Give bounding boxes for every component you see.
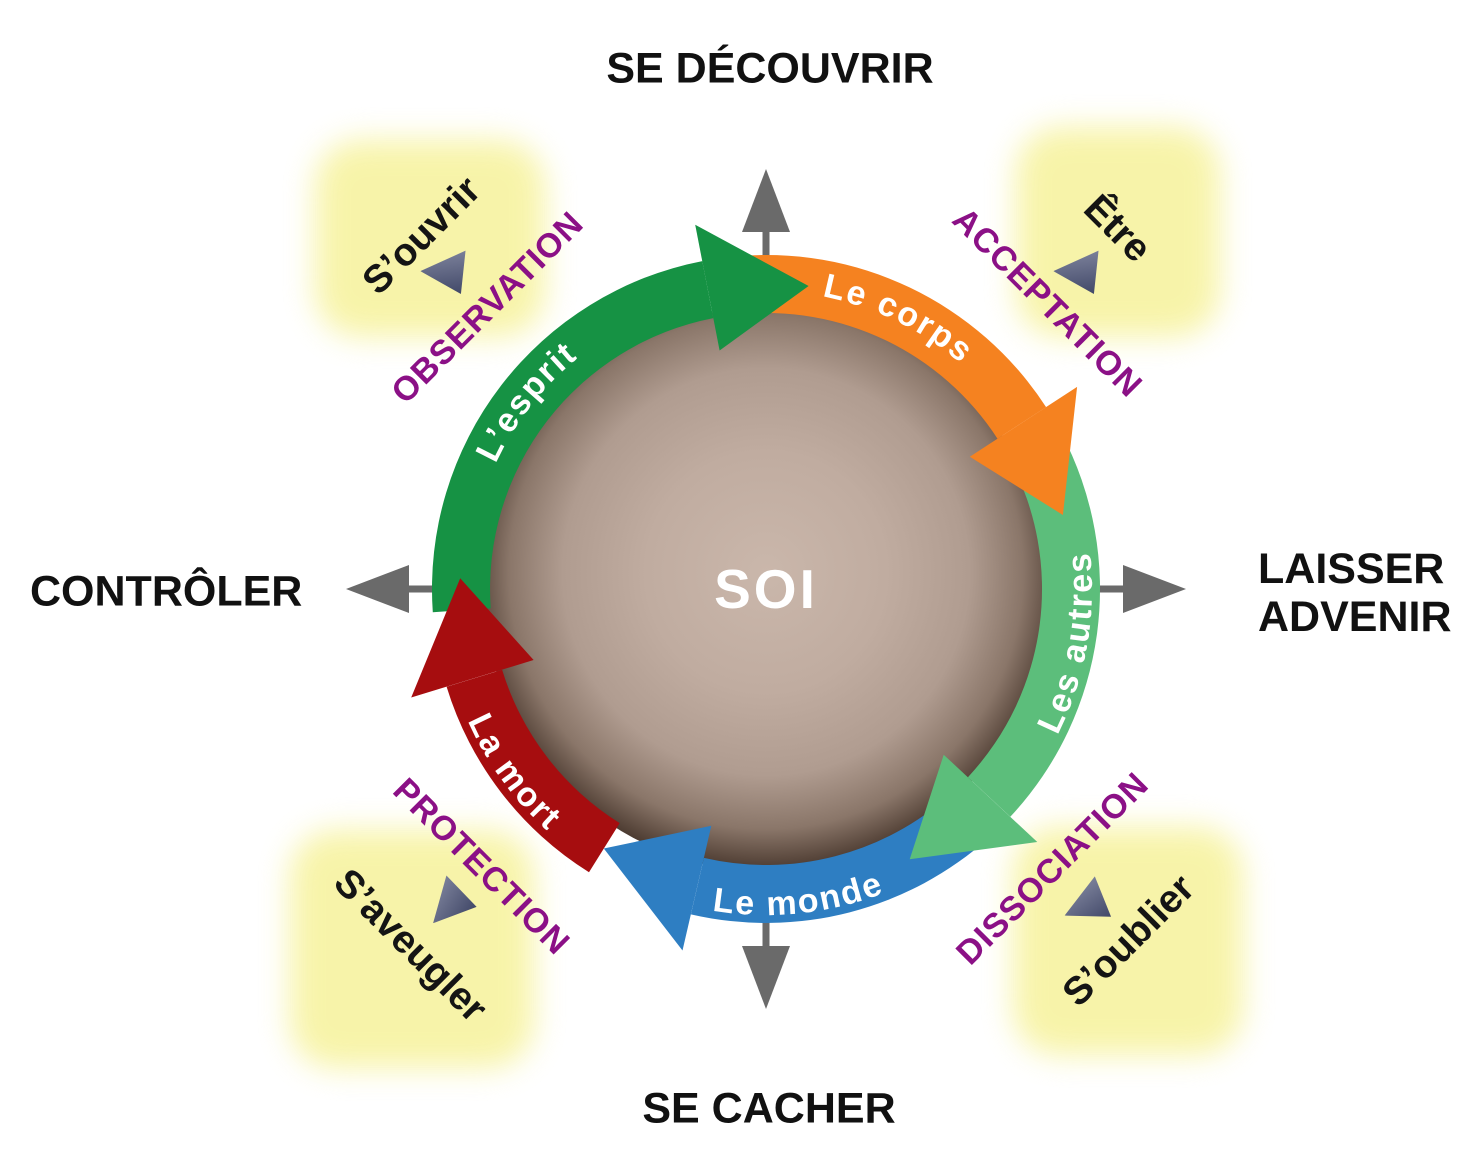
segment-autres [967,432,1101,817]
center-circle [484,307,1048,871]
segment-corps-arrowhead [969,386,1078,515]
segment-autres-arrowhead [909,754,1038,860]
segment-corps [731,254,1047,439]
title-se-decouvrir: SE DÉCOUVRIR [606,44,934,93]
glow-bottom-left [290,830,534,1068]
title-laisser-advenir: LAISSER ADVENIR [1258,544,1452,641]
segment-esprit [431,261,714,613]
segment-monde [690,794,990,923]
segment-mort-arrowhead [411,578,534,698]
glow-top-left [315,140,545,337]
glow-bottom-right [1013,827,1243,1055]
title-se-cacher: SE CACHER [642,1084,896,1133]
center-soi-label: SOI [714,558,818,620]
segment-esprit-arrowhead [695,224,809,351]
glow-top-right [1016,127,1220,337]
segment-mort [446,669,620,873]
title-controler: CONTRÔLER [30,567,303,616]
segment-monde-arrowhead [603,825,712,951]
